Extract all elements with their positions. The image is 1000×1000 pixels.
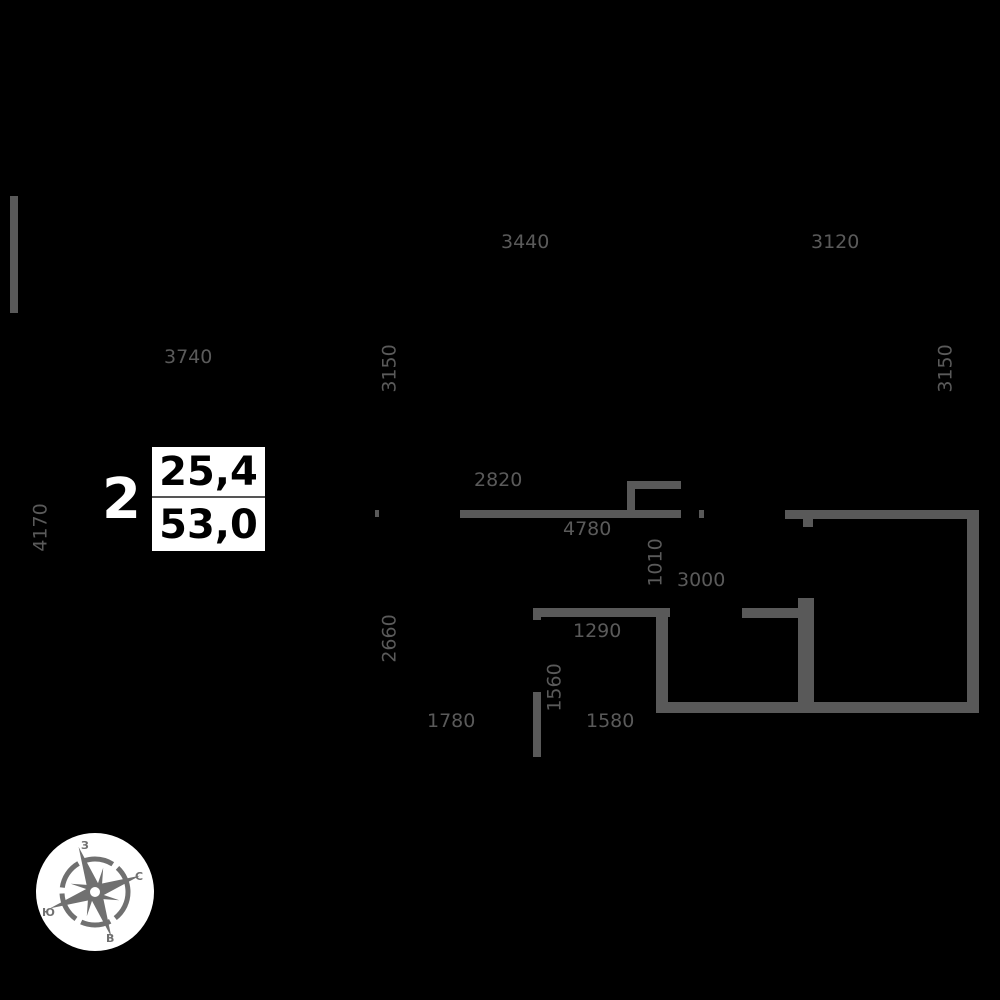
wall-hall-vertical [533,692,541,757]
dimension-label: 1560 [543,663,566,712]
wall-stub-mid [699,510,704,518]
wall-left-top [10,196,18,313]
room-number: 2 [102,467,141,532]
svg-text:Ю: Ю [42,906,55,919]
svg-text:В: В [106,932,114,945]
area-divider [152,496,265,498]
wall-closet-top [627,481,681,489]
wall-stub-left [375,510,379,517]
wall-closet-vertical [627,481,635,516]
wall-bath2-right [656,615,668,713]
living-area: 25,4 [159,449,258,495]
wall-room-stub [803,516,813,527]
wall-room-bottom [656,702,979,713]
compass-icon: З С Ю В [35,832,155,952]
dimension-label: 4780 [563,518,612,540]
wall-room-left [798,598,814,710]
svg-text:С: С [135,870,143,883]
dimension-label: 2660 [378,614,401,663]
wall-bath-top [742,608,802,618]
dimension-label: 3150 [378,344,401,393]
wall-corridor-top [460,510,681,518]
dimension-label: 2820 [474,469,523,491]
dimension-label: 1010 [644,538,667,587]
dimension-label: 1780 [427,710,476,732]
dimension-label: 1580 [586,710,635,732]
svg-text:З: З [81,839,89,852]
dimension-label: 3120 [811,231,860,253]
dimension-label: 3440 [501,231,550,253]
dimension-label: 1290 [573,620,622,642]
wall-bath2-top [533,608,670,617]
wall-room-right [967,510,979,713]
total-area: 53,0 [159,502,258,548]
wall-bath2-stub [533,608,541,620]
dimension-label: 3000 [677,569,726,591]
wall-room-top [785,510,979,519]
dimension-label: 3740 [164,346,213,368]
area-box: 25,4 53,0 [152,447,265,551]
dimension-label: 3150 [934,344,957,393]
dimension-label: 4170 [29,503,52,552]
